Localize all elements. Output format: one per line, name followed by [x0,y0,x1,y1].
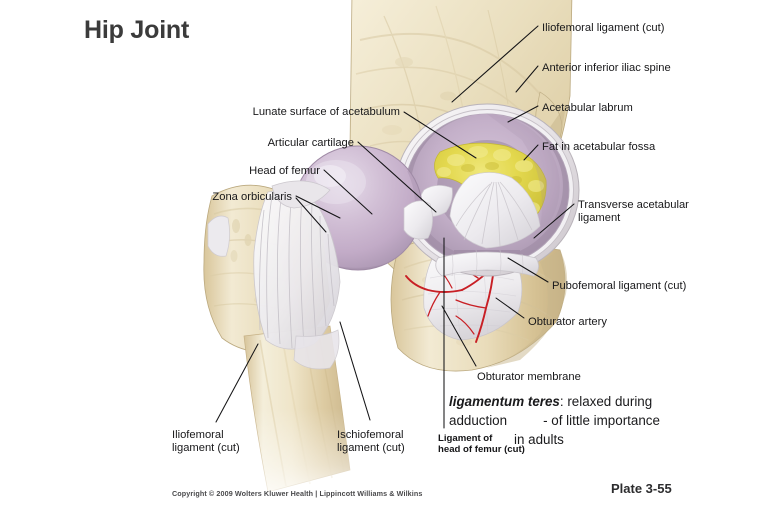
ligamentum-teres-line2-right: - of little importance [543,413,660,428]
plate-number: Plate 3-55 [611,481,672,496]
copyright-notice: Copyright © 2009 Wolters Kluwer Health |… [172,489,423,498]
label-iliofemoral-ligament-cut-top: Iliofemoral ligament (cut) [542,22,665,34]
label-transverse-acetabular-ligament: Transverse acetabular ligament [578,199,689,225]
ligamentum-teres-term: ligamentum teres [449,394,560,409]
ligamentum-teres-line3: in adults [514,432,564,447]
label-obturator-artery: Obturator artery [528,316,607,328]
label-acetabular-labrum: Acetabular labrum [542,102,633,114]
page-title: Hip Joint [84,16,190,44]
label-lunate-surface-of-acetabulum: Lunate surface of acetabulum [252,106,400,118]
label-ligament-of-head-of-femur-cut: Ligament of head of femur (cut) [438,433,525,455]
ligamentum-teres-line2-left: adduction [449,413,508,428]
label-iliofemoral-ligament-cut-bottom: Iliofemoral ligament (cut) [172,429,240,455]
label-fat-in-acetabular-fossa: Fat in acetabular fossa [542,141,656,153]
label-head-of-femur: Head of femur [249,165,320,177]
label-anterior-inferior-iliac-spine: Anterior inferior iliac spine [542,62,671,74]
label-zona-orbicularis: Zona orbicularis [212,191,292,203]
ligamentum-teres-line1-rest: : relaxed during [559,394,653,409]
ligamentum-teres-annotation: ligamentum teres: relaxed during adducti… [449,392,701,449]
label-obturator-membrane: Obturator membrane [477,371,581,383]
label-pubofemoral-ligament-cut: Pubofemoral ligament (cut) [552,280,687,292]
leader-lines [215,25,575,429]
capsular-ligaments [207,180,433,370]
acetabulum [394,103,580,277]
label-ischiofemoral-ligament-cut: Ischiofemoral ligament (cut) [337,429,405,455]
label-articular-cartilage: Articular cartilage [267,137,354,149]
